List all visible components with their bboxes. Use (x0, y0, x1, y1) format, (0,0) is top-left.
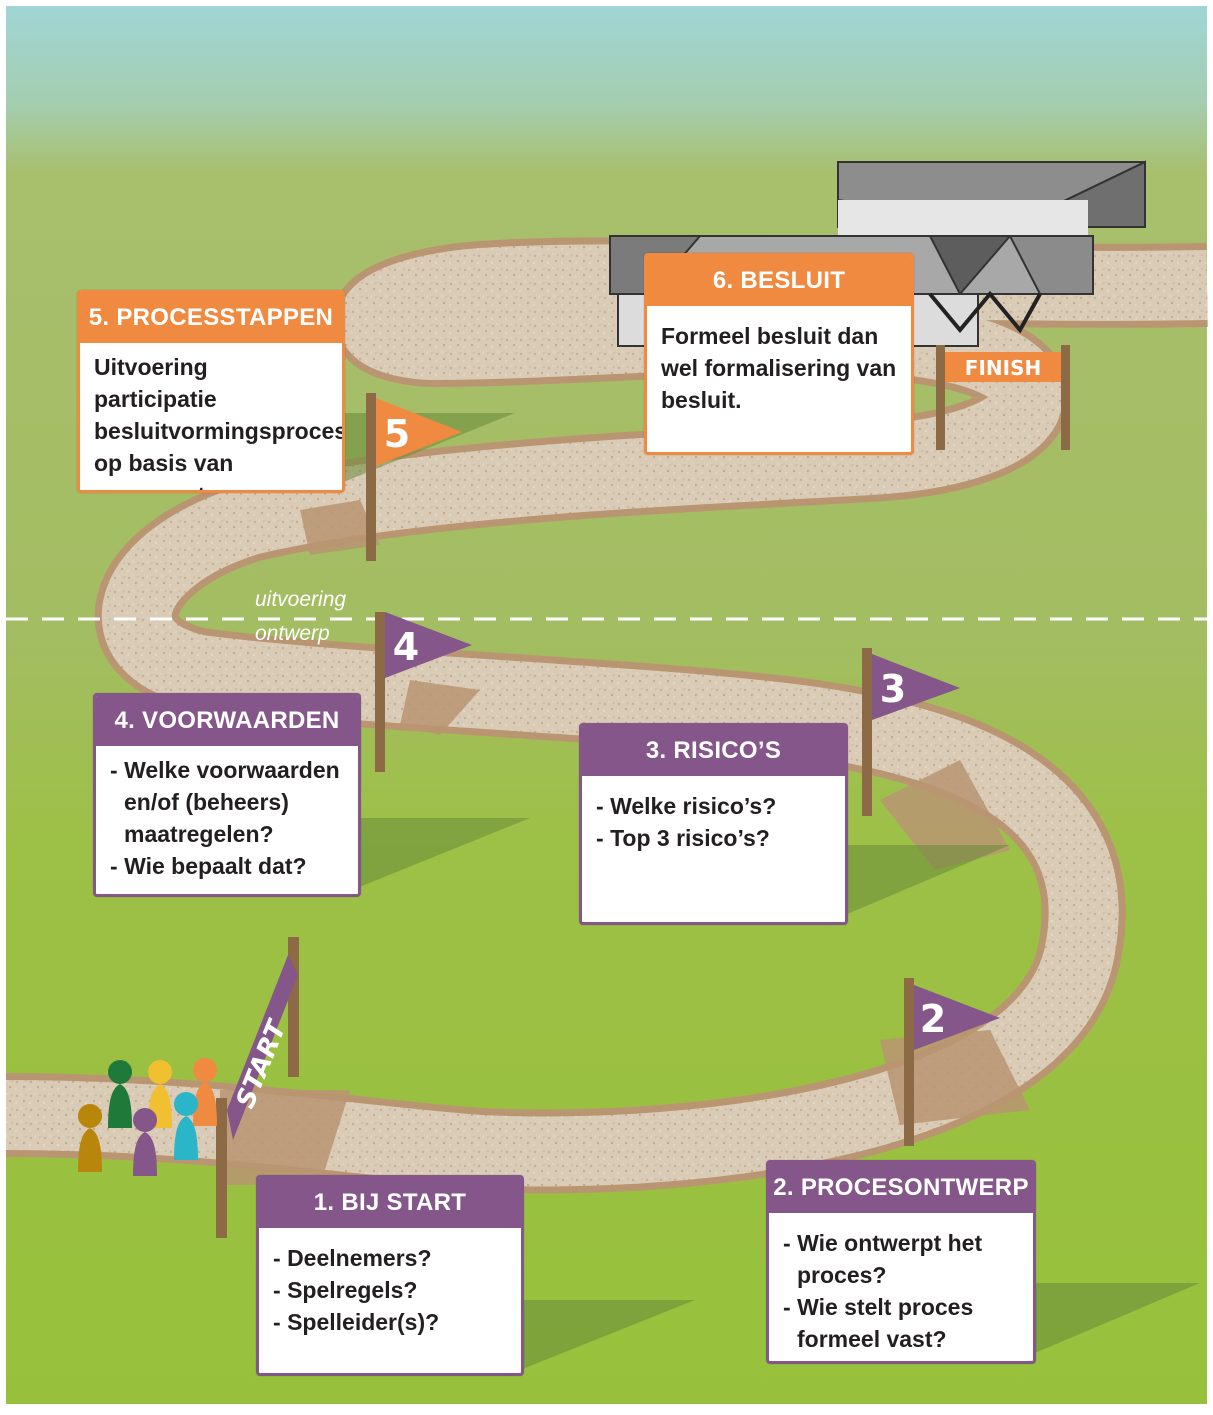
card-text: Uitvoering participatie besluitvormingsp… (94, 354, 345, 490)
card-shadows (341, 413, 1200, 1370)
card-title: 3. RISICO’S (582, 726, 845, 776)
flag-4: 4 (375, 612, 472, 772)
pawn-icon (78, 1104, 102, 1172)
flag-number: 4 (393, 625, 419, 669)
card-procesontwerp: 2. PROCESONTWERP Wie ontwerpt het proces… (766, 1160, 1036, 1364)
flag-2: 2 (904, 978, 1000, 1146)
list-item: Spelregels? (273, 1274, 511, 1306)
card-bij-start: 1. BIJ START Deelnemers? Spelregels? Spe… (256, 1175, 524, 1376)
pawn-icon (174, 1092, 198, 1160)
card-list: Wie ontwerpt het proces? Wie stelt proce… (783, 1227, 1023, 1355)
card-title: 2. PROCESONTWERP (769, 1163, 1033, 1213)
card-title: 4. VOORWAARDEN (96, 696, 358, 746)
finish-gate: FINISH (936, 345, 1070, 450)
government-building (609, 160, 1146, 347)
list-item: Welke voorwaarden en/of (beheers) maatre… (110, 754, 348, 850)
list-item: Wie stelt proces formeel vast? (783, 1291, 1023, 1355)
card-title: 6. BESLUIT (647, 256, 911, 306)
list-item: Welke risico’s? (596, 790, 835, 822)
card-risicos: 3. RISICO’S Welke risico’s? Top 3 risico… (579, 723, 848, 925)
flag-number: 5 (384, 412, 410, 456)
card-title: 5. PROCESSTAPPEN (80, 293, 342, 343)
ontwerp-label: ontwerp (255, 622, 330, 645)
card-processtappen: 5. PROCESSTAPPEN Uitvoering participatie… (77, 290, 345, 493)
card-besluit: 6. BESLUIT Formeel besluit dan wel forma… (644, 253, 914, 455)
list-item: Wie bepaalt dat? (110, 850, 348, 882)
player-pawns (78, 1058, 217, 1176)
card-list: Deelnemers? Spelregels? Spelleider(s)? (273, 1242, 511, 1338)
flag-3: 3 (862, 648, 960, 816)
card-text: Formeel besluit dan wel formalisering va… (661, 323, 897, 413)
pawn-icon (193, 1058, 217, 1126)
list-item: Wie ontwerpt het proces? (783, 1227, 1023, 1291)
pawn-icon (133, 1108, 157, 1176)
uitvoering-label: uitvoering (255, 588, 347, 611)
list-item: Top 3 risico’s? (596, 822, 835, 854)
finish-banner: FINISH (965, 356, 1041, 380)
card-title: 1. BIJ START (259, 1178, 521, 1228)
flag-number: 2 (920, 997, 946, 1041)
list-item: Deelnemers? (273, 1242, 511, 1274)
checkpoint-patches (220, 500, 1030, 1185)
flag-5: 5 (366, 393, 462, 561)
card-voorwaarden: 4. VOORWAARDEN Welke voorwaarden en/of (… (93, 693, 361, 897)
list-item: Spelleider(s)? (273, 1306, 511, 1338)
pawn-icon (108, 1060, 132, 1128)
card-list: Welke risico’s? Top 3 risico’s? (596, 790, 835, 854)
flag-number: 3 (880, 667, 906, 711)
card-list: Welke voorwaarden en/of (beheers) maatre… (110, 754, 348, 882)
